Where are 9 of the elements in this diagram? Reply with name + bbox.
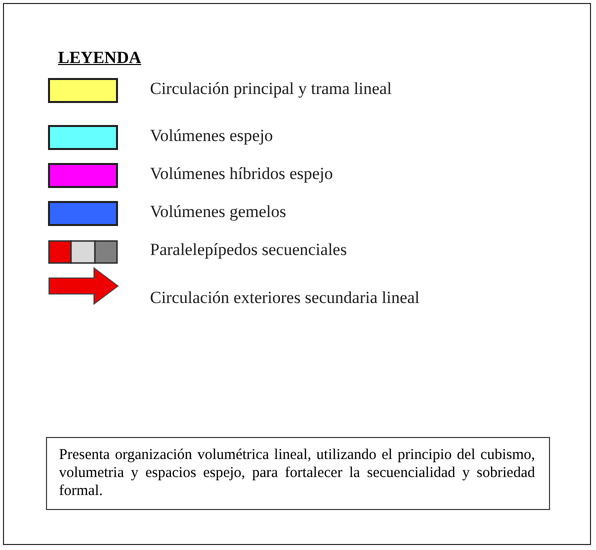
legend-title: LEYENDA: [58, 48, 142, 68]
legend-label: Volúmenes espejo: [150, 126, 273, 146]
legend-label: Circulación exteriores secundaria lineal: [150, 288, 420, 308]
note-box: [46, 437, 550, 510]
legend-label: Paralelepípedos secuenciales: [150, 240, 347, 260]
legend-label: Circulación principal y trama lineal: [150, 79, 392, 99]
note-text: Presenta organización volumétrica lineal, utilizando el principio del cubismo, volumetria y espacios espejo, para fortalecer la secuencialidad y sobriedad formal.: [59, 446, 535, 500]
legend-label: Volúmenes gemelos: [150, 202, 286, 222]
legend-label: Volúmenes híbridos espejo: [150, 164, 333, 184]
